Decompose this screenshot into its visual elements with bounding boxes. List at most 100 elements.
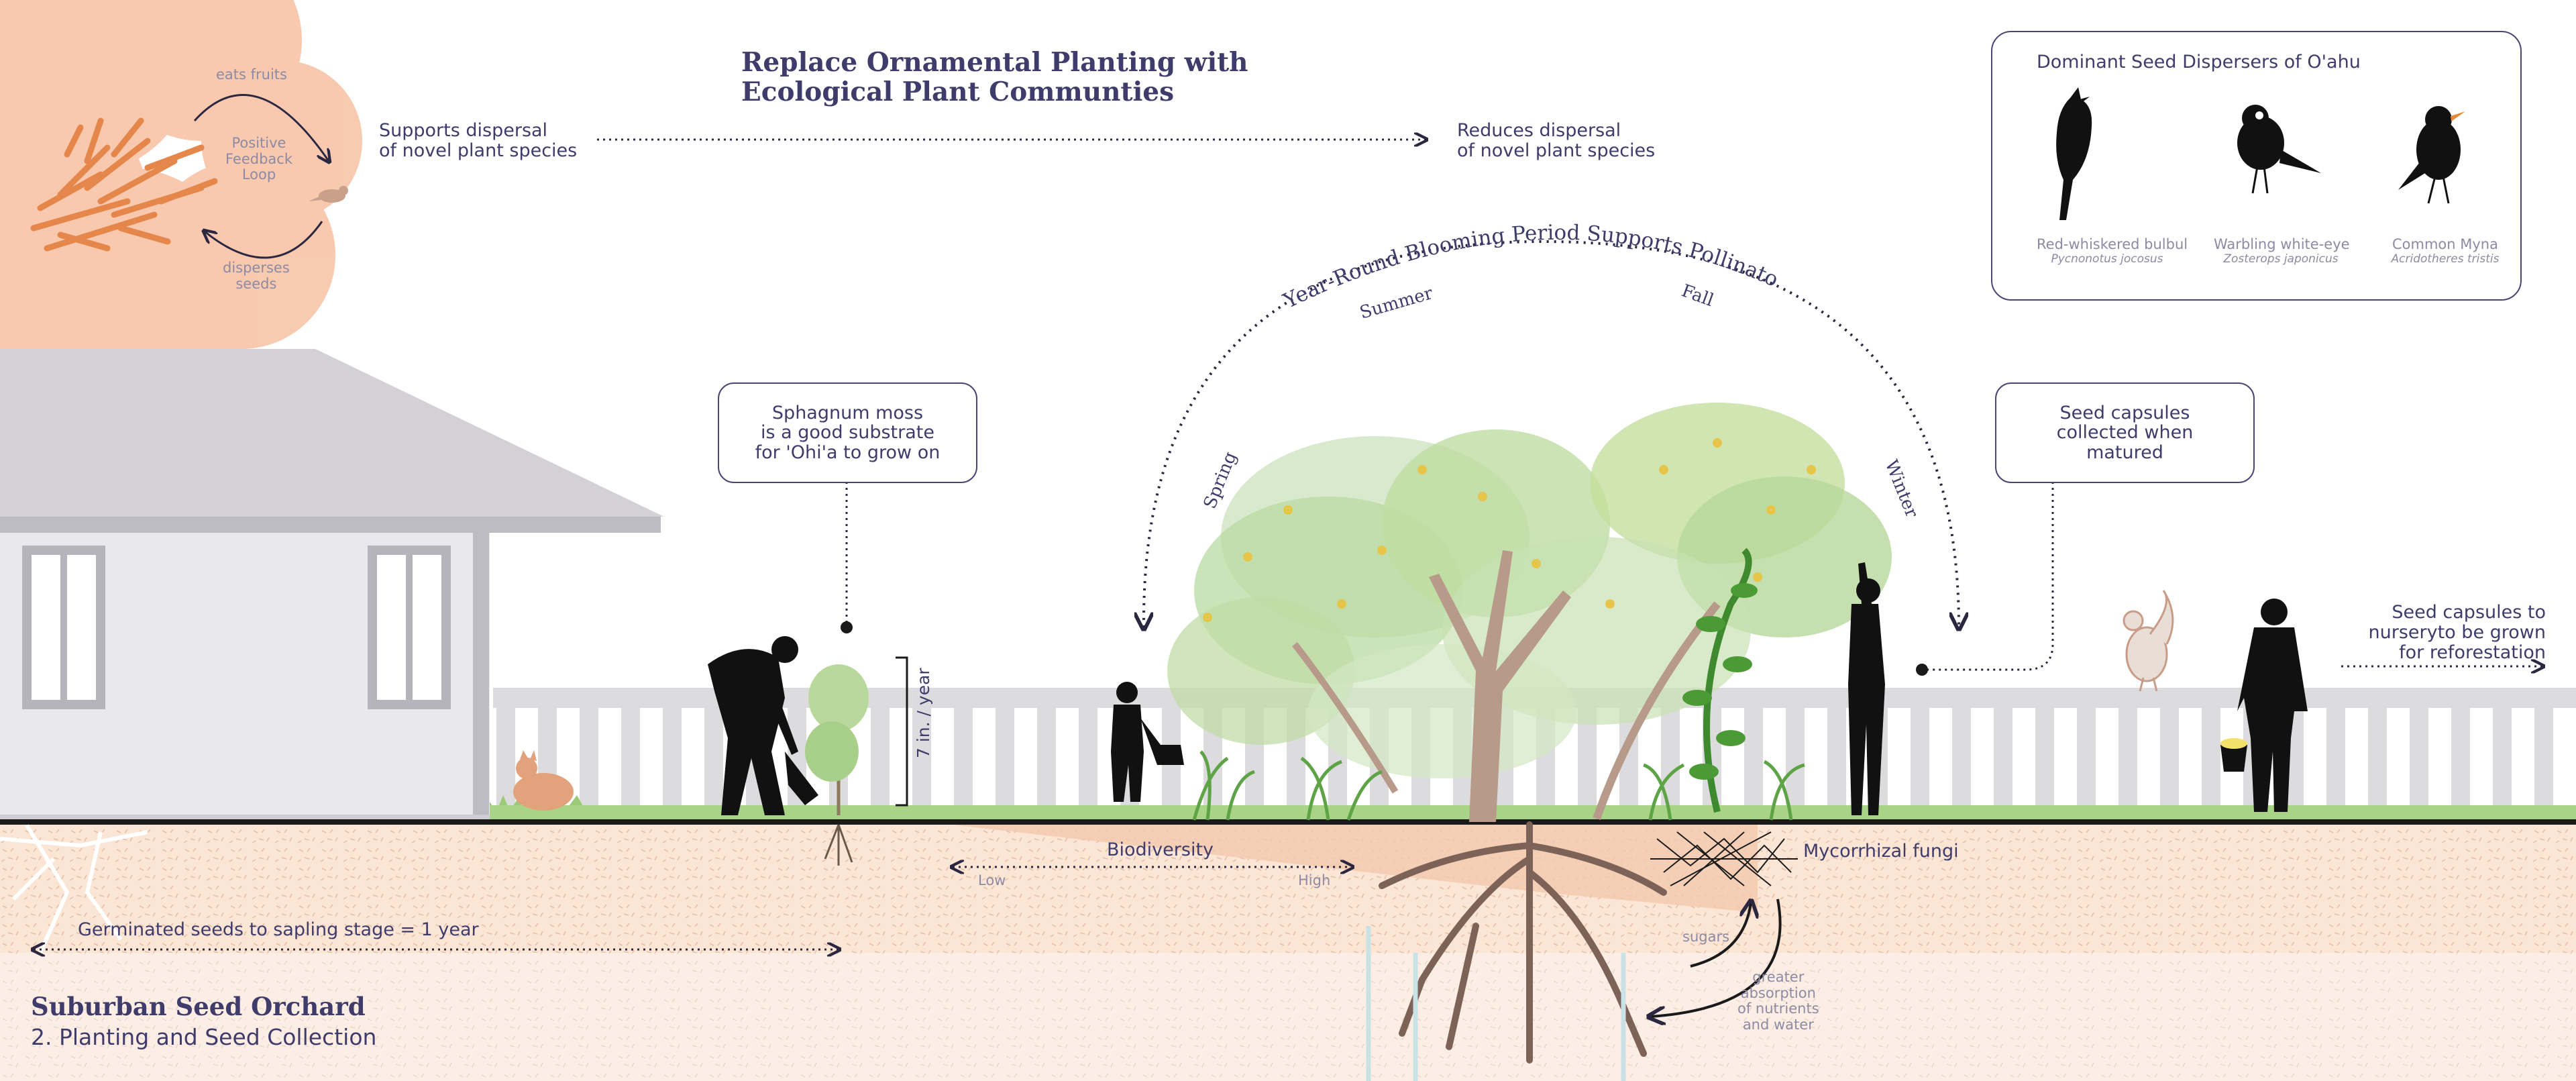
fence-picket [1952, 708, 1971, 809]
seed-dispersers-panel: Dominant Seed Dispersers of O'ahu [1991, 31, 2522, 301]
fence-picket [2035, 708, 2054, 809]
diagram-title: Replace Ornamental Planting with Ecologi… [741, 48, 1248, 107]
capsules-leader [1925, 482, 2054, 671]
growth-rate-label: 7 in. / year [914, 668, 933, 758]
nutrients-arrow [1650, 898, 1782, 1017]
growth-bracket [896, 656, 908, 807]
season-fall: Fall [1679, 280, 1717, 311]
fruiting-shrub [30, 117, 218, 252]
biodiversity-high: High [1298, 872, 1331, 888]
feedback-line-1: Positive [231, 135, 286, 151]
myna-latin-name: Acridotheres tristis [2391, 252, 2500, 266]
fence-picket [954, 708, 973, 809]
dispersers-title: Dominant Seed Dispersers of O'ahu [2037, 52, 2361, 72]
fence-picket [2077, 708, 2096, 809]
bird-icons [2056, 87, 2465, 220]
chicken [2123, 590, 2174, 692]
myna-common-name: Common Myna [2392, 236, 2498, 252]
arc-title-span: Year-Round Blooming Period Supports Poll… [0, 0, 1782, 314]
capsules-line-1: Seed capsules [2059, 403, 2190, 424]
capsules-line-2: collected when [2056, 422, 2194, 444]
moss-callout: Sphagnum moss is a good substrate for 'O… [718, 382, 977, 483]
greater-line-4: and water [1742, 1016, 1814, 1033]
sugars-label: sugars [1682, 929, 1730, 945]
tree-roots [1379, 821, 1667, 1064]
title-line-2: Ecological Plant Communties [741, 76, 1175, 107]
fence-picket [2160, 708, 2179, 809]
ohia-sapling [805, 664, 869, 866]
germinating-roots [0, 824, 148, 954]
feedback-loop-label: Positive Feedback Loop [225, 135, 293, 183]
season-winter: Winter [1881, 457, 1923, 521]
reduces-dispersal: Reduces dispersal of novel plant species [1457, 120, 1655, 161]
fence-picket [2326, 708, 2345, 809]
germination-label: Germinated seeds to sapling stage = 1 ye… [78, 919, 479, 940]
fence-picket [580, 708, 598, 809]
season-spring: Spring [1200, 449, 1241, 511]
fence-picket [2410, 708, 2428, 809]
fence-picket [2202, 708, 2220, 809]
feedback-arrow-bottom [205, 221, 323, 259]
greater-line-2: absorption [1740, 984, 1816, 1001]
disperses-line-1: disperses [223, 260, 290, 276]
cat [513, 750, 574, 811]
feedback-line-3: Loop [241, 166, 276, 183]
sugars-arrow [1690, 903, 1751, 968]
fence-picket [1578, 708, 1597, 809]
capsules-line-3: matured [2086, 442, 2163, 463]
reduces-line-1: Reduces dispersal [1457, 120, 1621, 141]
person-reaching [1848, 562, 1885, 815]
fence-picket [1037, 708, 1056, 809]
fence-picket [2534, 708, 2553, 809]
white-eye-common-name: Warbling white-eye [2214, 236, 2350, 252]
mycorrhizal-network [1650, 831, 1798, 886]
absorption-label: greater absorption of nutrients and wate… [1737, 969, 1819, 1033]
fence-picket [1827, 708, 1846, 809]
moss-line-1: Sphagnum moss [771, 403, 924, 424]
greater-line-3: of nutrients [1737, 1000, 1819, 1017]
nursery-line-1: Seed capsules to [2392, 602, 2546, 623]
red-whiskered-bulbul-icon [2056, 87, 2092, 220]
fence-picket [496, 708, 515, 809]
nursery-label: Seed capsules to nurseryto be grown for … [2318, 602, 2546, 664]
pollinator-garden [1167, 403, 1892, 822]
deep-roots [1366, 926, 1626, 1081]
capsules-callout-text: Seed capsules collected when matured [2057, 403, 2194, 462]
nursery-line-2: nurseryto be grown [2368, 622, 2546, 644]
blooming-arc [1144, 240, 1959, 627]
fence-picket [871, 708, 890, 809]
child-watering [1111, 682, 1184, 802]
title-line-1: Replace Ornamental Planting with [741, 47, 1248, 78]
moss-line-3: for 'Ohi'a to grow on [755, 442, 941, 463]
mycorrhizal-label: Mycorrhizal fungi [1803, 841, 1959, 862]
fence-picket [996, 708, 1014, 809]
blooming-arc-title: Year-Round Blooming Period Supports Poll… [0, 0, 1782, 314]
feedback-disperses-seeds: disperses seeds [223, 260, 290, 292]
fence-picket [704, 708, 723, 809]
supports-line-1: Supports dispersal [379, 120, 548, 141]
person-carrying-bucket [2220, 599, 2308, 812]
person-digging [708, 636, 818, 815]
capsules-callout: Seed capsules collected when matured [1995, 382, 2255, 483]
biodiversity-low: Low [978, 872, 1006, 888]
supports-dispersal: Supports dispersal of novel plant specie… [379, 120, 578, 162]
bird-myna: Common Myna Acridotheres tristis [2388, 236, 2502, 266]
footer-title: Suburban Seed Orchard [31, 992, 366, 1021]
feedback-line-2: Feedback [225, 150, 293, 167]
fence-picket [1079, 708, 1097, 809]
white-eye-latin-name: Zosterops japonicus [2223, 252, 2339, 266]
fence-picket [1911, 708, 1929, 809]
fence-picket [1994, 708, 2012, 809]
fence-picket [912, 708, 931, 809]
bird-bulbul: Red-whiskered bulbul Pycnonotus jocosus [2037, 236, 2188, 266]
fence-picket [2368, 708, 2387, 809]
supports-line-2: of novel plant species [379, 140, 578, 162]
fence-picket [1744, 708, 1763, 809]
fence-picket [1786, 708, 1805, 809]
fence-picket [2118, 708, 2137, 809]
bulbul-common-name: Red-whiskered bulbul [2037, 236, 2188, 252]
